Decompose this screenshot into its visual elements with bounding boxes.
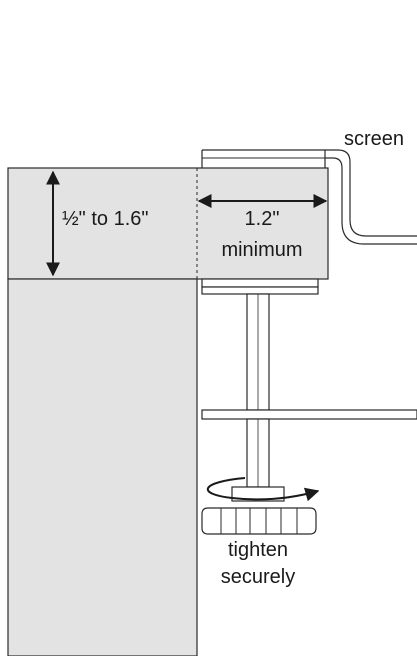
clamp-bottom-plate-lower [201, 286, 319, 295]
desk-side [7, 278, 198, 656]
knob-knurling [220, 508, 298, 534]
clamp-top-plate [201, 149, 326, 168]
support-bar [201, 409, 417, 420]
rotation-arrow-icon [207, 477, 320, 502]
screen-label: screen [344, 128, 404, 150]
tightening-knob [201, 507, 317, 535]
thickness-label: ½" to 1.6" [62, 208, 148, 230]
clamp-bottom-plate [201, 278, 319, 288]
depth-unit-label: minimum [221, 239, 302, 261]
desk-top-slab [7, 167, 329, 280]
screen-bracket [325, 149, 417, 237]
clamp-nut [231, 486, 285, 502]
tighten-label-line2: securely [221, 566, 295, 588]
tighten-label-line1: tighten [228, 539, 288, 561]
depth-value-label: 1.2" [245, 208, 280, 230]
screen-bracket-inner [325, 157, 417, 245]
